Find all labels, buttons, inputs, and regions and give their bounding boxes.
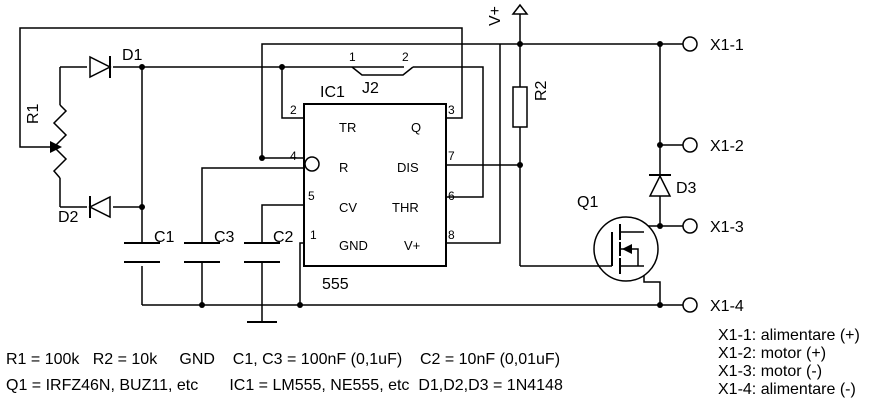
c2-label: C2	[273, 229, 294, 246]
pin-number-1: 1	[310, 228, 317, 242]
c3-label: C3	[214, 229, 235, 246]
x1-3-label: X1-3	[710, 219, 744, 236]
pin-number-6: 6	[448, 189, 455, 203]
r2-label: R2	[533, 80, 550, 101]
vplus-supply: V+	[487, 3, 529, 26]
wires	[19, 14, 684, 323]
capacitor-c3: C3	[184, 229, 235, 263]
d2-label: D2	[58, 209, 79, 226]
pin-q: Q	[411, 120, 421, 135]
pin-number-7: 7	[448, 149, 455, 163]
component-values: R1 = 100k R2 = 10k GND C1, C3 = 100nF (0…	[6, 351, 563, 394]
q1-label: Q1	[577, 194, 598, 211]
capacitor-c2: C2	[244, 229, 294, 263]
d1-label: D1	[122, 47, 143, 64]
pin-number-3: 3	[448, 103, 455, 117]
potentiometer-r1: R1	[25, 103, 68, 179]
j2-pin2: 2	[402, 50, 409, 64]
diode-d1: D1	[89, 47, 143, 79]
pin-number-5: 5	[308, 189, 315, 203]
j2-pin1: 1	[349, 50, 356, 64]
connector-x1-2: X1-2	[682, 137, 744, 155]
diode-d2: D2	[58, 195, 111, 226]
legend-x1-1: X1-1: alimentare (+)	[718, 327, 860, 344]
connector-legend: X1-1: alimentare (+) X1-2: motor (+) X1-…	[718, 327, 860, 398]
connector-x1-3: X1-3	[682, 218, 744, 236]
values-line-1: R1 = 100k R2 = 10k GND C1, C3 = 100nF (0…	[6, 351, 560, 368]
diode-d3: D3	[648, 174, 697, 197]
legend-x1-4: X1-4: alimentare (-)	[718, 381, 856, 398]
pin-vplus: V+	[404, 238, 420, 253]
jumper-j2: 1 2 J2	[349, 50, 409, 97]
ic1-label: IC1	[320, 84, 345, 101]
x1-1-label: X1-1	[710, 37, 744, 54]
pin-cv: CV	[339, 200, 357, 215]
pin-number-4: 4	[290, 149, 297, 163]
ic-555: IC1 555 TR R CV GND Q DIS THR V+ 2 4 5 1…	[290, 84, 455, 293]
pin-dis: DIS	[397, 160, 419, 175]
mosfet-q1: Q1	[577, 194, 659, 282]
junction-dots	[139, 41, 663, 308]
j2-label: J2	[362, 80, 379, 97]
pin-thr: THR	[392, 200, 419, 215]
pin-r: R	[339, 160, 348, 175]
c1-label: C1	[154, 229, 175, 246]
capacitor-c1: C1	[124, 229, 175, 263]
vplus-label: V+	[487, 6, 504, 26]
pin-tr: TR	[339, 120, 356, 135]
d3-label: D3	[676, 180, 697, 197]
legend-x1-2: X1-2: motor (+)	[718, 345, 826, 362]
ic1-type: 555	[322, 276, 349, 293]
connector-x1-4: X1-4	[682, 297, 744, 315]
r1-label: R1	[25, 103, 42, 124]
legend-x1-3: X1-3: motor (-)	[718, 363, 822, 380]
values-line-2: Q1 = IRFZ46N, BUZ11, etc IC1 = LM555, NE…	[6, 377, 563, 394]
pin-number-8: 8	[448, 228, 455, 242]
resistor-r2: R2	[512, 80, 550, 128]
pin-number-2: 2	[290, 103, 297, 117]
x1-4-label: X1-4	[710, 298, 744, 315]
pin-gnd: GND	[339, 238, 368, 253]
connector-x1-1: X1-1	[682, 36, 744, 54]
x1-2-label: X1-2	[710, 138, 744, 155]
